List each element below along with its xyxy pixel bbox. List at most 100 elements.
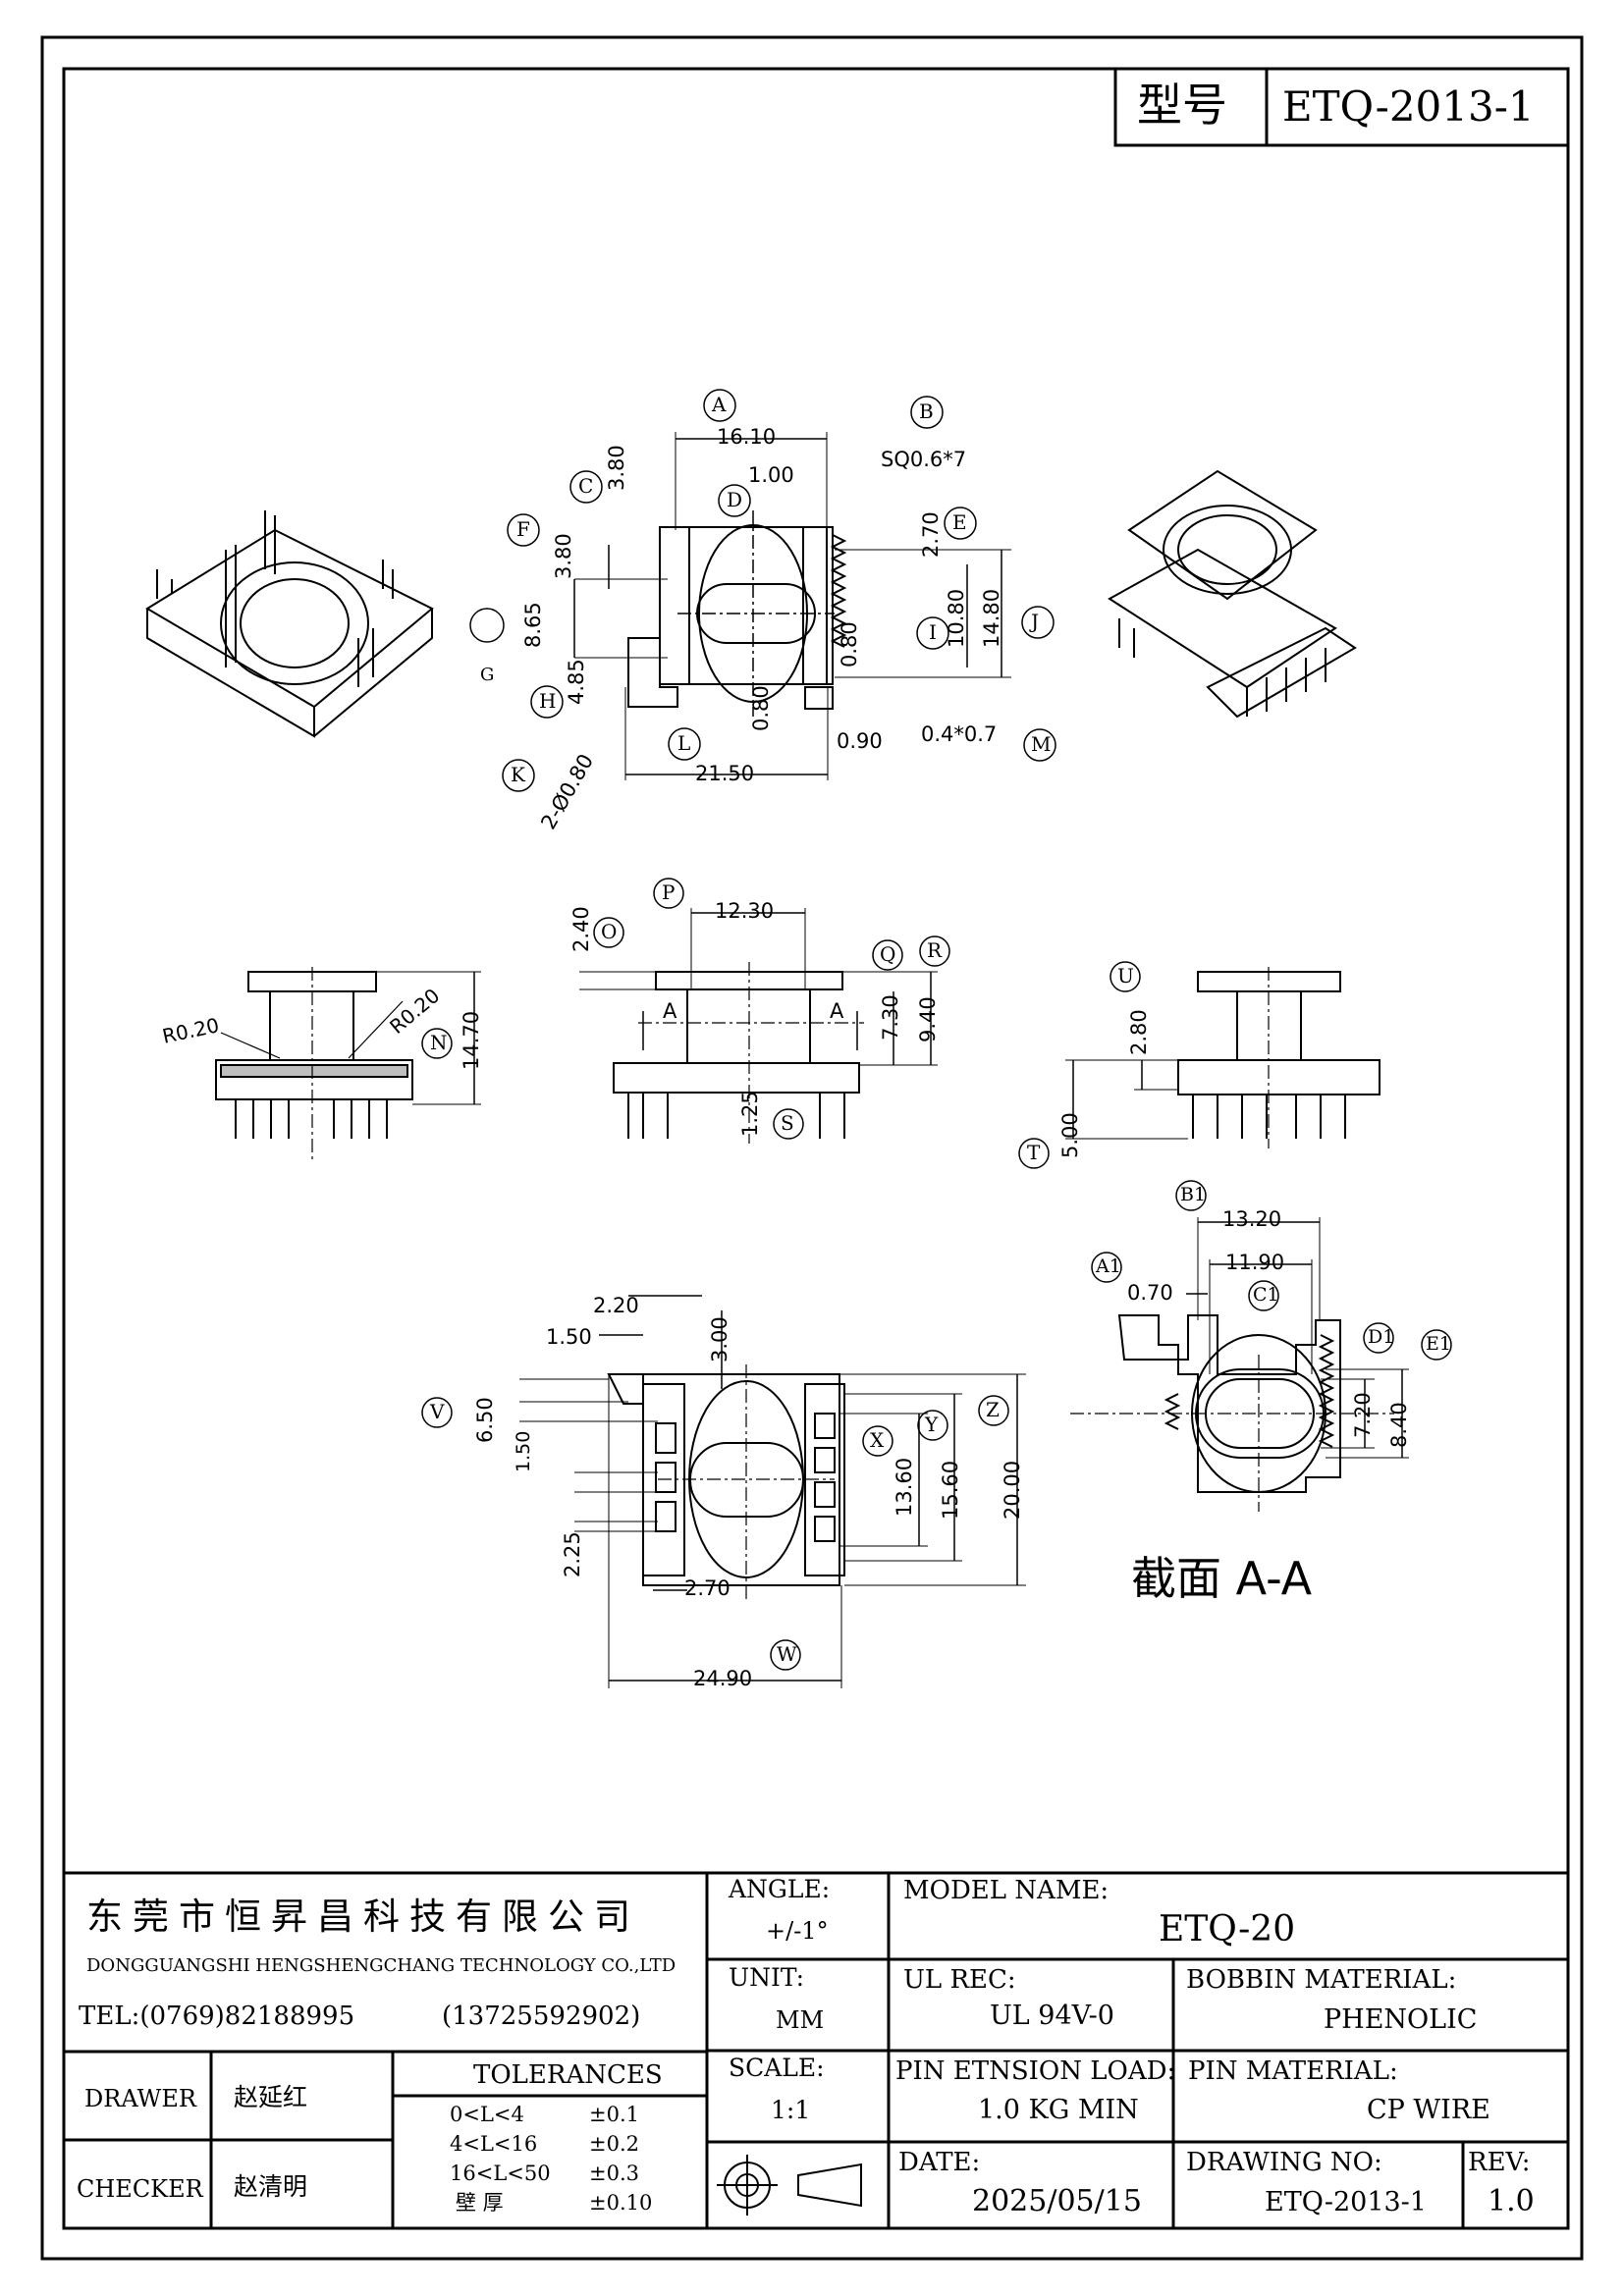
dim-2-40: 2.40	[569, 906, 593, 952]
dim-24-90: 24.90	[693, 1667, 753, 1690]
callout-j: J	[1031, 610, 1040, 633]
scale-value: 1:1	[771, 2096, 811, 2124]
dim-7-30: 7.30	[879, 994, 902, 1041]
iso-view-right	[1108, 469, 1357, 719]
dim-11-90: 11.90	[1225, 1251, 1285, 1274]
dim-0-80-a: 0.80	[838, 621, 861, 667]
callout-u: U	[1117, 964, 1134, 988]
dim-14-80: 14.80	[980, 588, 1003, 648]
callout-d: D	[727, 488, 743, 511]
drawer-label: DRAWER	[84, 2085, 196, 2112]
callout-q: Q	[880, 942, 896, 966]
tol-value-3: ±0.3	[589, 2162, 639, 2185]
side-view-right	[1018, 961, 1380, 1169]
dim-2-70: 2.70	[919, 511, 943, 558]
checker-label: CHECKER	[77, 2175, 203, 2203]
dim-1-50-a: 1.50	[546, 1325, 592, 1349]
dim-13-20: 13.20	[1222, 1207, 1282, 1231]
pin-material-label: PIN MATERIAL:	[1188, 2056, 1398, 2086]
drawing-no-label: DRAWING NO:	[1186, 2148, 1382, 2177]
dim-8-40: 8.40	[1387, 1402, 1411, 1448]
angle-label: ANGLE:	[729, 1875, 831, 1903]
dim-15-60: 15.60	[939, 1460, 962, 1520]
callout-e1: E1	[1426, 1333, 1451, 1355]
callout-r: R	[927, 938, 943, 962]
dim-21-50: 21.50	[695, 762, 755, 785]
dim-13-60: 13.60	[893, 1457, 916, 1517]
model-value: ETQ-2013-1	[1282, 82, 1535, 131]
callout-h: H	[539, 689, 557, 713]
dim-1-25: 1.25	[738, 1091, 762, 1137]
top-view	[573, 432, 1011, 780]
angle-value: +/-1°	[766, 1917, 829, 1945]
dim-5-00: 5.00	[1058, 1112, 1082, 1158]
date-value: 2025/05/15	[972, 2184, 1142, 2218]
title-block	[64, 1871, 1568, 2228]
section-mark-a-left: A	[663, 999, 677, 1023]
dim-2-20: 2.20	[593, 1294, 639, 1317]
callout-d1: D1	[1368, 1326, 1395, 1348]
ul-label: UL REC:	[903, 1965, 1016, 1995]
projection-symbol	[717, 2155, 862, 2216]
dim-6-50: 6.50	[473, 1397, 497, 1443]
scale-label: SCALE:	[729, 2054, 825, 2082]
unit-value: MM	[776, 2006, 825, 2034]
dim-2-80: 2.80	[1127, 1009, 1151, 1055]
dim-1-00: 1.00	[748, 463, 794, 487]
dim-9-40: 9.40	[916, 996, 940, 1042]
company-tel: TEL:(0769)82188995	[79, 2002, 355, 2031]
bottom-view	[421, 1295, 1026, 1688]
pin-load-value: 1.0 KG MIN	[978, 2095, 1139, 2125]
dim-2-25: 2.25	[561, 1531, 584, 1577]
tol-value-1: ±0.1	[589, 2103, 639, 2126]
dim-0-80-b: 0.80	[749, 685, 773, 731]
dim-7-20: 7.20	[1351, 1392, 1375, 1438]
drawing-no-value: ETQ-2013-1	[1265, 2187, 1427, 2217]
callout-l: L	[677, 731, 691, 755]
tol-range-2: 4<L<16	[450, 2132, 538, 2156]
tol-value-2: ±0.2	[589, 2132, 639, 2156]
callout-b1: B1	[1180, 1184, 1207, 1205]
tolerances-label: TOLERANCES	[473, 2060, 663, 2090]
model-name-value: ETQ-20	[1159, 1909, 1296, 1949]
callout-a1: A1	[1096, 1255, 1121, 1277]
dim-4-85: 4.85	[565, 659, 588, 705]
callout-x: X	[870, 1428, 885, 1452]
tol-range-4: 壁 厚	[456, 2191, 504, 2215]
dim-20-00: 20.00	[1001, 1460, 1024, 1520]
section-title: 截面 A-A	[1131, 1552, 1313, 1605]
ul-value: UL 94V-0	[990, 2001, 1114, 2031]
dim-3-80-a: 3.80	[605, 445, 628, 491]
section-a-a	[1070, 1180, 1452, 1512]
model-header-box	[1113, 67, 1570, 147]
callout-w: W	[777, 1642, 797, 1666]
callout-n: N	[430, 1031, 448, 1054]
callout-o: O	[601, 920, 618, 943]
dim-3-80-b: 3.80	[552, 533, 575, 579]
bobbin-material-label: BOBBIN MATERIAL:	[1186, 1965, 1457, 1995]
tol-value-4: ±0.10	[589, 2191, 653, 2215]
callout-f: F	[516, 517, 530, 541]
dim-0-90: 0.90	[837, 729, 883, 753]
dim-3-00: 3.00	[708, 1316, 731, 1362]
callout-g: G	[480, 665, 495, 685]
side-view-left	[215, 967, 481, 1163]
company-name-en: DONGGUANGSHI HENGSHENGCHANG TECHNOLOGY C…	[86, 1955, 677, 1976]
bobbin-material-value: PHENOLIC	[1324, 2004, 1478, 2035]
callout-c: C	[578, 474, 594, 498]
dim-16-10: 16.10	[717, 425, 777, 449]
company-mobile: (13725592902)	[442, 2002, 641, 2031]
dim-0-70: 0.70	[1127, 1281, 1173, 1305]
model-label: 型号	[1137, 79, 1227, 132]
dim-1-50-b: 1.50	[513, 1430, 534, 1472]
unit-label: UNIT:	[729, 1963, 805, 1992]
outer-frame	[40, 35, 1584, 2261]
callout-m: M	[1031, 732, 1052, 756]
checker-name: 赵清明	[234, 2172, 308, 2201]
pin-material-value: CP WIRE	[1367, 2095, 1490, 2125]
tol-range-3: 16<L<50	[450, 2162, 551, 2185]
callout-i: I	[929, 620, 937, 644]
drawer-name: 赵延红	[234, 2083, 308, 2111]
rev-value: 1.0	[1488, 2184, 1535, 2218]
